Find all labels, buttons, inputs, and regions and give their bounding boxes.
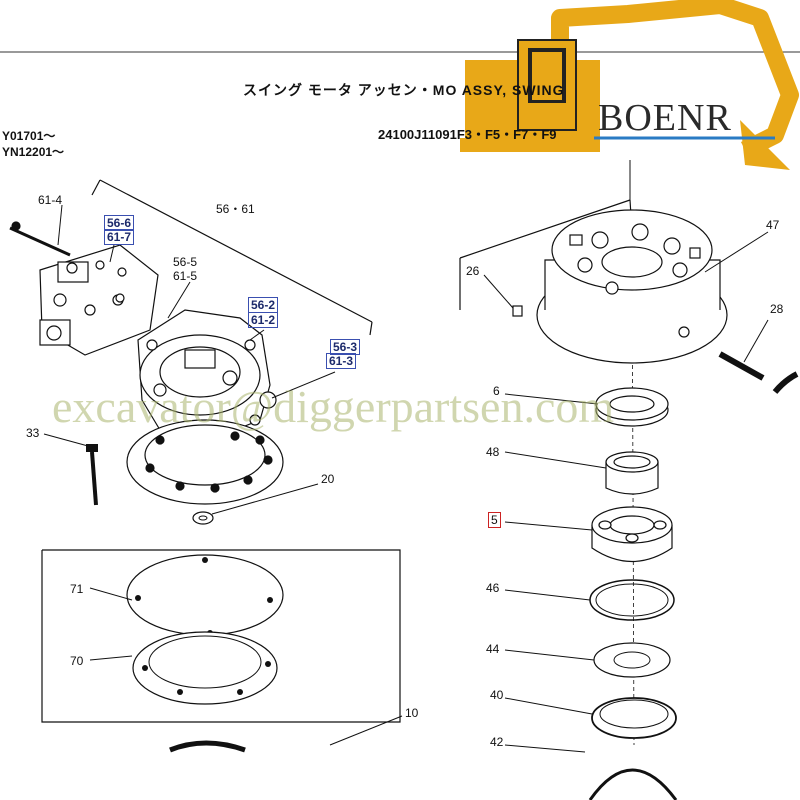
page-title: スイング モータ アッセン・MO ASSY, SWING [243,82,565,98]
callout-5-text: 5 [488,512,501,528]
callout-61-4: 61-4 [38,193,63,207]
watermark: excavator@diggerpartsen.com [52,381,615,432]
callout-33: 33 [26,426,40,440]
callout-42: 42 [490,735,504,749]
callout-56-2[interactable]: 56-2 [248,297,279,313]
callout-56-61: 56・61 [216,202,255,216]
brand-name: BOENR [598,97,732,139]
callout-56-3[interactable]: 56-3 [330,339,361,355]
callout-71: 71 [70,582,84,596]
serial-range-2: YN12201～ [2,145,65,159]
callout-61-3[interactable]: 61-3 [326,353,357,369]
callout-70: 70 [70,654,84,668]
callout-61-2[interactable]: 61-2 [248,312,279,328]
callout-56-2-text: 56-2 [248,297,279,313]
callout-20: 20 [321,472,335,486]
callout-44: 44 [486,642,500,656]
callout-10: 10 [405,706,419,720]
callout-61-7-text: 61-7 [104,229,135,245]
callout-47: 47 [766,218,780,232]
callout-56-6-text: 56-6 [104,215,135,231]
serial-range-1: Y01701～ [2,129,56,143]
callout-56-3-text: 56-3 [330,339,361,355]
callout-46: 46 [486,581,500,595]
callout-48: 48 [486,445,500,459]
callout-61-2-text: 61-2 [248,312,279,328]
callout-6: 6 [493,384,500,398]
swing-motor [126,309,284,505]
callout-40: 40 [490,688,504,702]
part-number: 24100J11091F3・F5・F7・F9 [378,127,557,142]
housing [536,209,728,364]
callout-61-7[interactable]: 61-7 [104,229,135,245]
callout-56-5: 56-5 [173,255,198,269]
callout-61-5: 61-5 [173,269,198,283]
callout-5[interactable]: 5 [488,512,501,528]
callout-26: 26 [466,264,480,278]
valve-block [9,221,159,356]
callout-28: 28 [770,302,784,316]
callout-56-6[interactable]: 56-6 [104,215,135,231]
excavator-logo-icon [460,0,799,170]
callout-61-3-text: 61-3 [326,353,357,369]
